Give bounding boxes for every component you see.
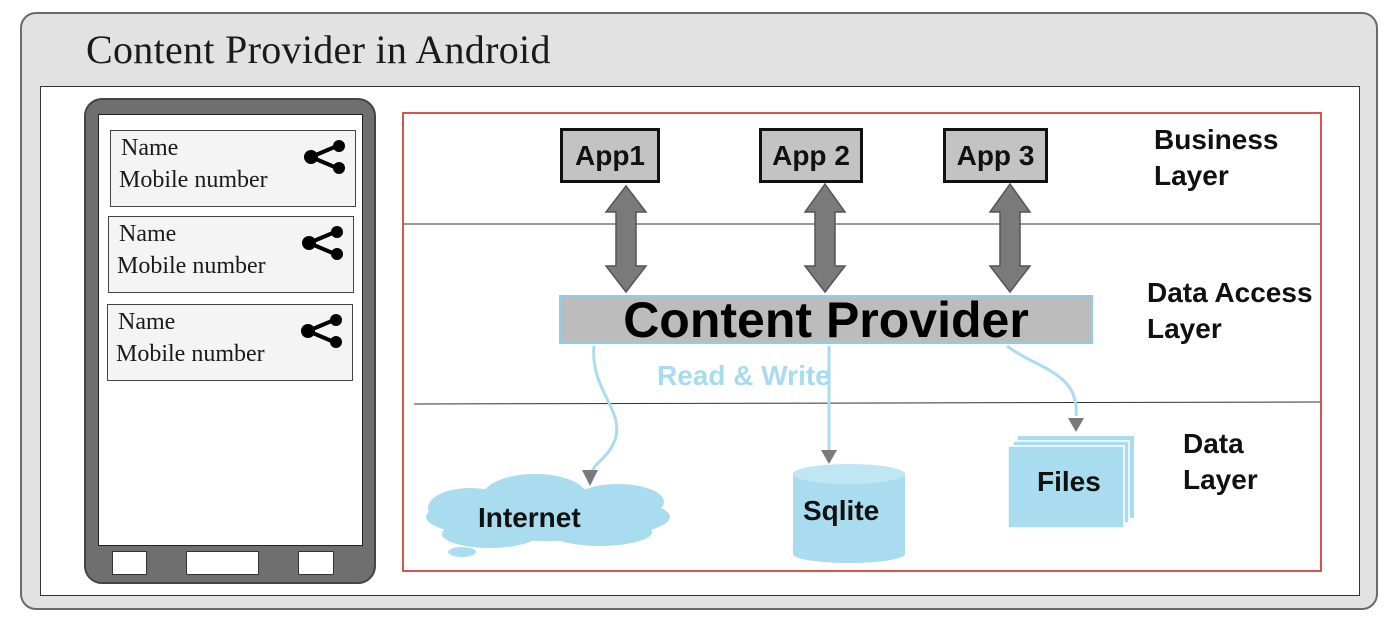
app-box: App 3 — [943, 128, 1048, 183]
contact-number: Mobile number — [117, 253, 266, 279]
sqlite-cylinder — [793, 464, 905, 563]
double-arrow — [988, 182, 1032, 294]
share-icon[interactable] — [298, 313, 346, 349]
arrow-head — [821, 450, 837, 464]
share-icon[interactable] — [299, 225, 347, 261]
data-layer-label: Data Layer — [1183, 426, 1258, 498]
menu-button[interactable] — [298, 551, 334, 575]
contact-name: Name — [121, 135, 179, 161]
layer-label-line: Data Access — [1147, 277, 1313, 308]
layer-label-line: Layer — [1154, 160, 1229, 191]
home-button[interactable] — [186, 551, 259, 575]
connector-files — [1006, 344, 1078, 417]
contact-card[interactable]: Name Mobile number — [107, 304, 353, 381]
sqlite-label: Sqlite — [803, 495, 880, 526]
page-title: Content Provider in Android — [86, 27, 551, 72]
back-button[interactable] — [112, 551, 147, 575]
contact-name: Name — [118, 309, 176, 335]
content-provider-box: Content Provider — [559, 295, 1093, 345]
internet-label: Internet — [478, 502, 581, 533]
layer-label-line: Layer — [1147, 313, 1222, 344]
files-stack — [1007, 436, 1134, 529]
contact-card[interactable]: Name Mobile number — [108, 216, 354, 293]
share-icon[interactable] — [301, 139, 349, 175]
contact-number: Mobile number — [116, 341, 265, 367]
arrow-head — [1068, 418, 1084, 432]
files-label: Files — [1037, 466, 1101, 497]
double-arrow — [604, 184, 648, 294]
app-box: App 2 — [759, 128, 863, 183]
arrow-head — [582, 470, 598, 486]
business-layer-label: Business Layer — [1154, 122, 1279, 194]
layer-label-line: Layer — [1183, 464, 1258, 495]
double-arrow — [803, 182, 847, 294]
app-box: App1 — [560, 128, 660, 183]
data-access-layer-label: Data Access Layer — [1147, 275, 1313, 347]
contact-name: Name — [119, 221, 177, 247]
layer-label-line: Business — [1154, 124, 1279, 155]
contact-card[interactable]: Name Mobile number — [110, 130, 356, 207]
read-write-label: Read & Write — [657, 360, 831, 391]
connector-internet — [588, 345, 619, 479]
layer-label-line: Data — [1183, 428, 1244, 459]
internet-cloud — [426, 474, 670, 557]
contact-number: Mobile number — [119, 167, 268, 193]
layer-divider — [413, 401, 1321, 405]
